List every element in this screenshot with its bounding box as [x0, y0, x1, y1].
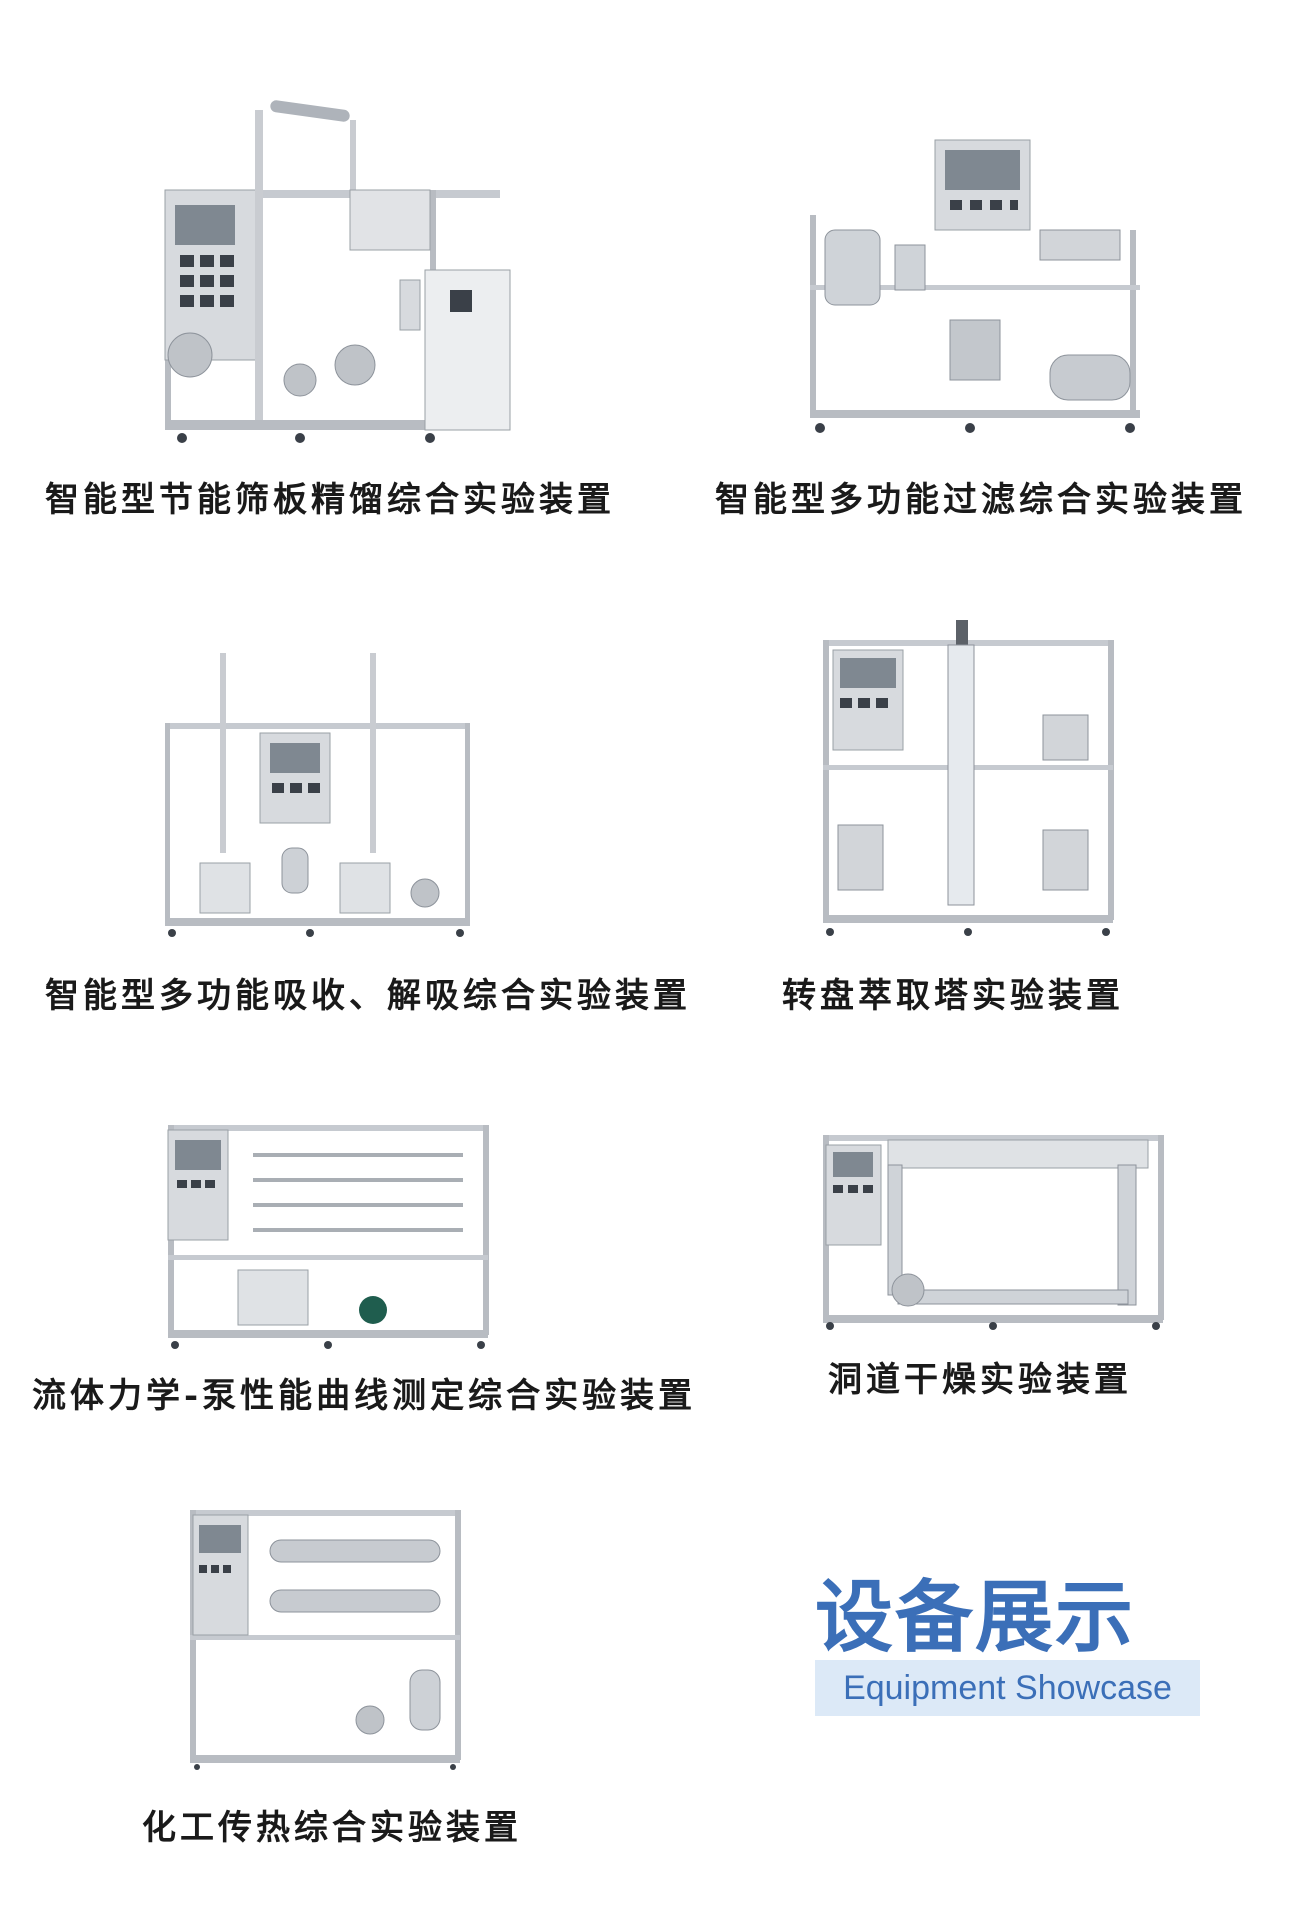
equipment-caption: 化工传热综合实验装置 [142, 1808, 522, 1848]
equipment-caption: 流体力学-泵性能曲线测定综合实验装置 [32, 1376, 697, 1416]
equipment-photo-filtration [800, 135, 1175, 435]
equipment-caption: 智能型节能筛板精馏综合实验装置 [45, 480, 615, 520]
equipment-photo-distillation [160, 95, 515, 445]
showcase-title: 设备展示 [815, 1573, 1136, 1663]
equipment-caption: 智能型多功能过滤综合实验装置 [715, 480, 1247, 520]
equipment-photo-dryer [818, 1130, 1168, 1330]
equipment-photo-heat-transfer [185, 1505, 465, 1770]
showcase-subtitle: Equipment Showcase [815, 1660, 1200, 1716]
equipment-photo-absorption [160, 648, 475, 938]
equipment-photo-extraction [818, 620, 1118, 938]
equipment-photo-pump [163, 1120, 493, 1350]
equipment-caption: 洞道干燥实验装置 [828, 1360, 1132, 1400]
equipment-caption: 转盘萃取塔实验装置 [782, 976, 1124, 1016]
equipment-caption: 智能型多功能吸收、解吸综合实验装置 [45, 976, 691, 1016]
